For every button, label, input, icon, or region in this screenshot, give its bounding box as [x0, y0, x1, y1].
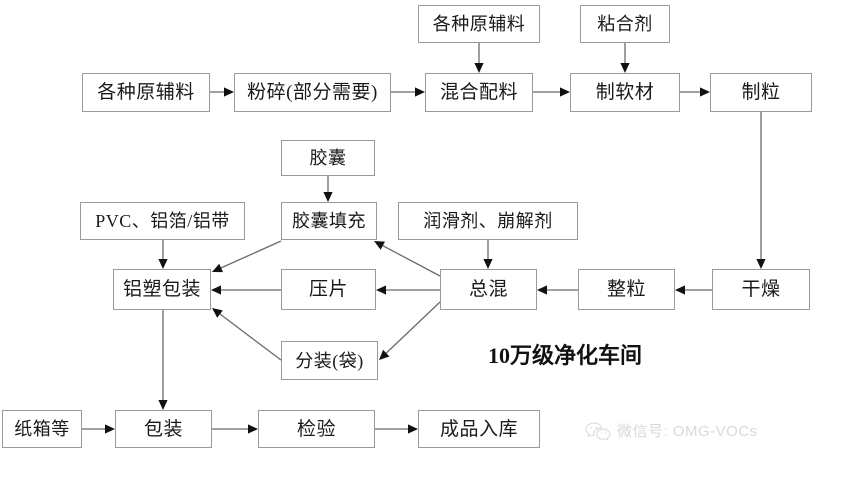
node-label: 混合配料: [439, 82, 518, 103]
node-alupack: 铝塑包装: [113, 269, 211, 310]
arrow-granulate-to-drying: [756, 112, 766, 269]
node-label: 分装(袋): [295, 350, 364, 371]
node-crush: 粉碎(部分需要): [234, 73, 391, 112]
arrow-drying-to-sizing: [675, 285, 712, 295]
node-label: 胶囊: [309, 148, 347, 168]
node-label: 铝塑包装: [122, 279, 201, 300]
node-inspection: 检验: [258, 410, 375, 448]
arrow-tablet-to-alupack: [211, 285, 281, 295]
node-capsule: 胶囊: [281, 140, 375, 176]
node-label: PVC、铝箔/铝带: [95, 211, 230, 231]
node-capfill: 胶囊填充: [281, 202, 377, 240]
arrow-raw1-to-crush: [210, 87, 234, 97]
node-label: 纸箱等: [14, 419, 70, 439]
node-packaging: 包装: [115, 410, 212, 448]
node-sizing: 整粒: [578, 269, 675, 310]
node-label: 整粒: [606, 279, 646, 300]
arrow-totalmix-to-bagging: [379, 301, 441, 360]
arrow-mix-to-softmat: [533, 87, 570, 97]
node-label: 总混: [468, 279, 508, 300]
arrow-bagging-to-alupack: [212, 308, 282, 361]
arrow-raw2-to-mix: [474, 43, 484, 73]
arrow-alupack-to-packaging: [158, 310, 168, 410]
arrow-softmat-to-granulate: [680, 87, 710, 97]
node-raw1: 各种原辅料: [82, 73, 210, 112]
node-granulate: 制粒: [710, 73, 812, 112]
node-label: 包装: [143, 418, 183, 440]
node-label: 制软材: [595, 82, 655, 103]
node-label: 粘合剂: [597, 14, 653, 34]
node-warehouse: 成品入库: [418, 410, 540, 448]
node-label: 检验: [296, 418, 336, 440]
arrow-carton-to-packaging: [82, 424, 115, 434]
node-softmat: 制软材: [570, 73, 680, 112]
arrow-totalmix-to-tablet: [376, 285, 440, 295]
watermark-text: 微信号: OMG-VOCs: [617, 423, 758, 440]
node-mix: 混合配料: [425, 73, 533, 112]
arrow-capsule-to-capfill: [323, 176, 333, 202]
wechat-icon: [585, 421, 611, 441]
node-lubricant: 润滑剂、崩解剂: [398, 202, 578, 240]
arrow-crush-to-mix: [391, 87, 425, 97]
label-cleanroom: 10万级净化车间: [488, 343, 643, 368]
arrow-capfill-to-alupack: [212, 240, 282, 273]
arrow-totalmix-to-capfill: [374, 241, 441, 277]
arrow-binder-to-softmat: [620, 43, 630, 73]
node-bagging: 分装(袋): [281, 341, 378, 380]
node-carton: 纸箱等: [2, 410, 82, 448]
node-label: 制粒: [741, 82, 781, 103]
arrow-pvc-to-alupack: [158, 240, 168, 269]
node-label: 粉碎(部分需要): [247, 82, 378, 103]
node-pvc: PVC、铝箔/铝带: [80, 202, 245, 240]
node-totalmix: 总混: [440, 269, 537, 310]
node-binder: 粘合剂: [580, 5, 670, 43]
node-label: 成品入库: [439, 418, 518, 440]
arrow-lubricant-to-totalmix: [483, 240, 493, 269]
arrow-packaging-to-inspection: [212, 424, 258, 434]
node-label: 各种原辅料: [97, 82, 195, 103]
node-label: 胶囊填充: [292, 211, 366, 231]
node-raw2: 各种原辅料: [418, 5, 540, 43]
arrow-sizing-to-totalmix: [537, 285, 578, 295]
node-drying: 干燥: [712, 269, 810, 310]
node-label: 润滑剂、崩解剂: [423, 211, 553, 231]
node-label: 各种原辅料: [432, 14, 526, 34]
node-tablet: 压片: [281, 269, 376, 310]
node-label: 压片: [308, 279, 348, 300]
wechat-watermark: 微信号: OMG-VOCs: [585, 420, 758, 441]
node-label: 干燥: [741, 279, 781, 300]
arrow-inspection-to-warehouse: [375, 424, 418, 434]
